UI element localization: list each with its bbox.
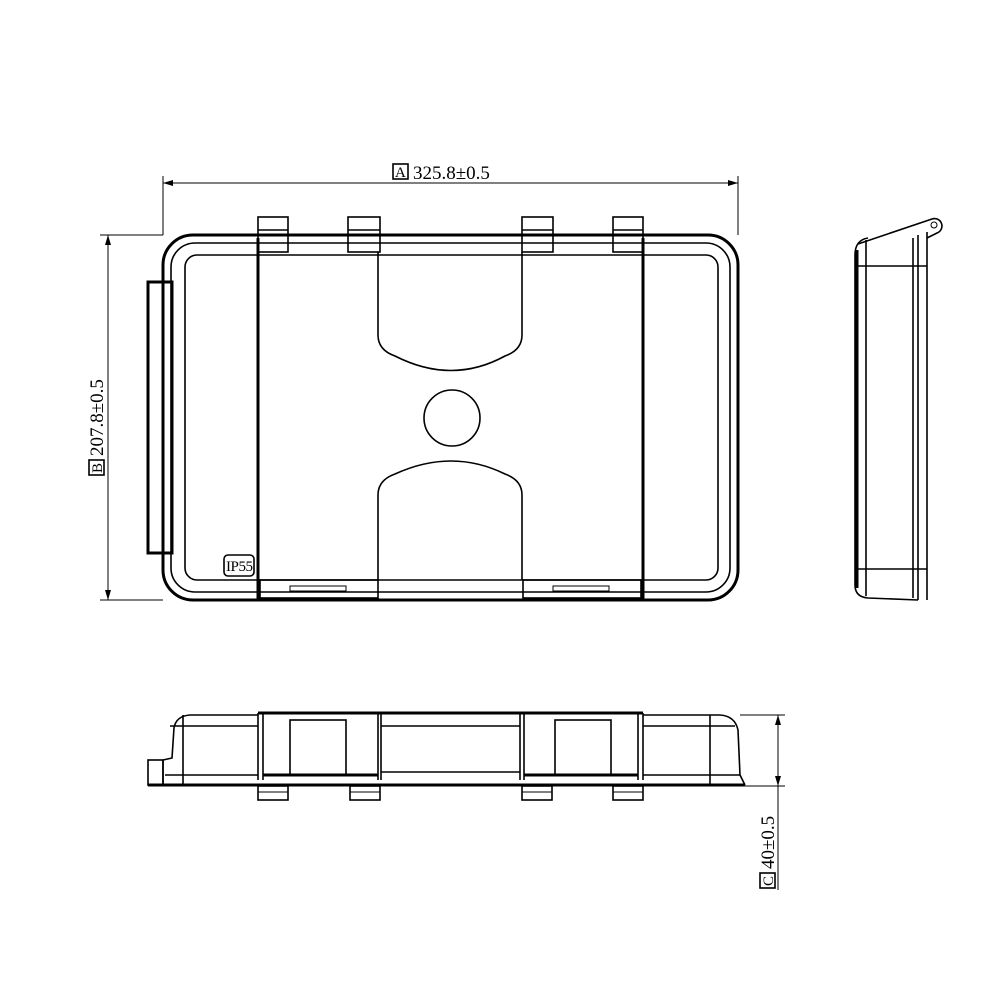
svg-text:C: C [761, 876, 777, 886]
height-dimension: C 40±0.5 [740, 714, 785, 890]
svg-text:A: A [395, 165, 406, 181]
svg-text:325.8±0.5: 325.8±0.5 [413, 163, 490, 184]
svg-text:B: B [90, 463, 106, 473]
feet [257, 785, 644, 801]
depth-dimension: B 207.8±0.5 [87, 234, 163, 601]
center-circle [423, 389, 481, 447]
side-view [854, 217, 943, 601]
top-view: IP55 [146, 216, 740, 602]
hinges [257, 216, 644, 253]
side-latch [146, 280, 174, 555]
ip-rating-label: IP55 [226, 559, 253, 575]
svg-text:40±0.5: 40±0.5 [758, 816, 779, 869]
bottom-cutout [377, 460, 523, 580]
bottom-latches [259, 579, 642, 599]
width-dimension: A 325.8±0.5 [162, 163, 739, 235]
ip-rating-badge [223, 554, 255, 577]
svg-text:207.8±0.5: 207.8±0.5 [87, 379, 108, 456]
front-view [147, 711, 746, 801]
top-cutout [377, 252, 523, 372]
